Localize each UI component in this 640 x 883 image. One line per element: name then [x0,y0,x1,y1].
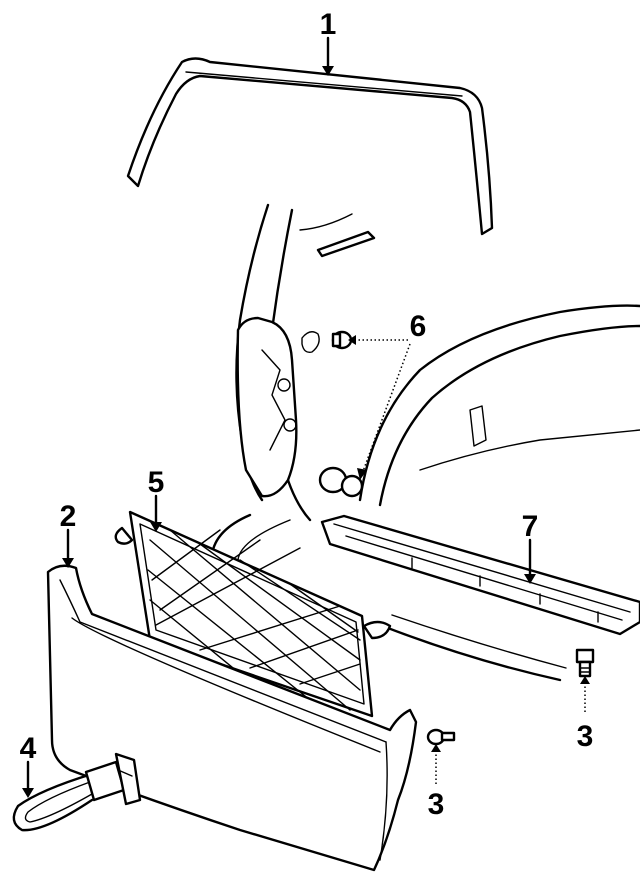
callout-6: 6 [410,310,427,343]
callout-labels: 1 2 3 3 4 5 6 7 [20,8,594,821]
bolt-left [426,728,456,746]
callout-7: 7 [522,510,539,543]
bolt-right [575,648,595,678]
cargo-net [114,510,392,718]
net-mesh [147,529,361,711]
retainer-clips [318,330,364,498]
callout-4: 4 [20,732,37,765]
callout-5: 5 [148,466,165,499]
sill-plate [320,514,640,636]
callout-3-left: 3 [428,788,445,821]
clip-lower [318,466,364,498]
callout-1: 1 [320,8,337,41]
roof-molding [126,57,494,236]
callout-3-right: 3 [577,720,594,753]
vehicle-body [210,203,640,682]
leader-lines [22,36,590,798]
strap [12,752,142,832]
callout-2: 2 [60,500,77,533]
